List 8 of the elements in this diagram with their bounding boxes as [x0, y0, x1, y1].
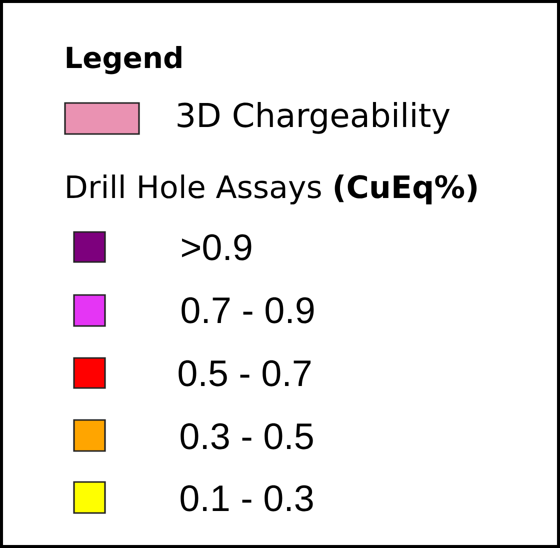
legend-title: Legend: [66, 46, 182, 74]
legend-text: 0.1 - 0.3: [180, 485, 313, 512]
legend-subheading: Drill Hole Assays (CuEq%): [67, 174, 477, 204]
legend-text: >0.9: [182, 234, 252, 260]
legend-text: 0.3 - 0.5: [180, 423, 313, 450]
legend-text: 0.7 - 0.9: [182, 297, 314, 324]
legend-text: 3D Chargeability: [178, 102, 450, 134]
legend-text: 0.5 - 0.7: [178, 360, 311, 386]
